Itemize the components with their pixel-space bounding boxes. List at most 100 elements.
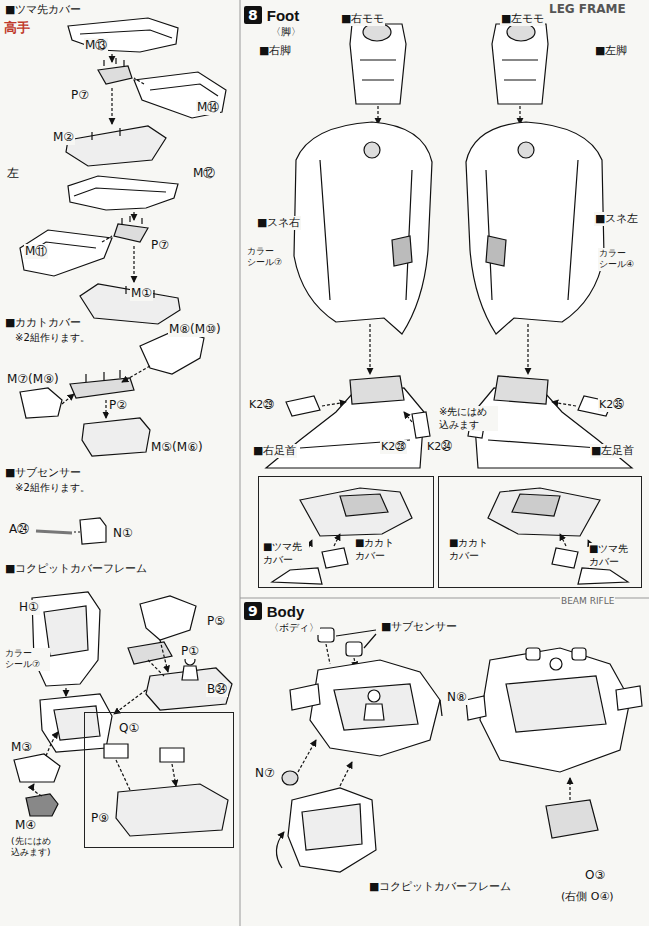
sub-sensor-parts-shape	[36, 531, 72, 533]
toe-cover-right	[66, 18, 226, 166]
cockpit-frame-parts-shape	[33, 784, 42, 796]
body-parts-shape	[318, 628, 334, 642]
cockpit-frame-parts-shape	[65, 688, 66, 696]
body-parts-shape	[288, 788, 376, 872]
part-number: P①	[180, 644, 200, 659]
note: ※2組作ります。	[14, 332, 91, 345]
body-parts-shape	[550, 658, 562, 670]
part-name: ■スネ左	[594, 212, 639, 226]
part-name: ■スネ右	[256, 216, 301, 230]
part-name: ■ツマ先カバー	[4, 3, 82, 17]
heel-cover-parts-shape	[82, 418, 150, 456]
detail-inset-frame: ■カカト カバー■ツマ先 カバー	[438, 476, 642, 588]
body-parts-shape	[298, 740, 316, 772]
part-number: Q①	[119, 721, 139, 736]
body-parts-shape	[290, 684, 320, 710]
part-name: ■コクピットカバーフレーム	[368, 880, 512, 894]
part-name: ■右脚	[258, 44, 292, 58]
step-title: Body	[267, 603, 305, 620]
step-number: 9	[244, 602, 262, 620]
background-heading: LEG FRAME	[548, 2, 627, 17]
body-parts-shape	[340, 762, 352, 786]
part-name: ■左足首	[590, 444, 635, 458]
body-parts-shape	[310, 660, 440, 756]
cockpit-frame-parts-shape	[46, 732, 58, 756]
cockpit-frame-parts-shape	[40, 694, 112, 752]
cockpit-frame-parts-shape	[44, 606, 88, 656]
sticker-callout: カラー シール⑦	[246, 246, 292, 269]
part-name: ■右モモ	[340, 12, 385, 26]
cockpit-frame-parts-shape	[182, 666, 198, 680]
step-number: 8	[244, 6, 262, 24]
cockpit-frame-parts-shape	[104, 744, 128, 758]
part-name: ■右足首	[252, 444, 297, 458]
section-divider	[240, 0, 241, 926]
part-name: ■サブセンサー	[4, 466, 82, 480]
body-parts-shape	[334, 684, 418, 730]
step-subtitle: 〈ボディ〉	[268, 622, 320, 635]
part-number: B㉞	[206, 682, 228, 697]
body-parts-shape	[572, 648, 586, 660]
heel-cover-parts-shape	[62, 394, 74, 404]
part-number: P⑤	[206, 614, 226, 629]
sub-sensor-parts	[36, 518, 106, 544]
body-parts	[276, 628, 642, 872]
step-header: 9 Body	[244, 602, 304, 620]
body-parts-shape	[346, 642, 362, 656]
cockpit-frame-parts-shape	[32, 592, 100, 686]
part-name: ■コクピットカバーフレーム	[4, 562, 148, 576]
part-number: K2㉘	[380, 440, 407, 454]
part-number: N⑧	[446, 690, 468, 705]
body-parts-shape	[368, 690, 380, 702]
note: (右側 O④)	[560, 890, 615, 904]
body-parts-shape	[276, 832, 284, 868]
body-parts-shape	[364, 704, 384, 720]
cockpit-frame-parts-shape	[14, 754, 60, 782]
cockpit-frame-parts-shape	[116, 760, 176, 790]
part-number: K2㉙	[248, 398, 275, 412]
body-parts-shape	[480, 648, 630, 772]
part-number: P⑦	[70, 88, 90, 103]
left-leg	[466, 23, 632, 468]
heel-cover-parts-shape	[20, 388, 62, 418]
left-foot-detail	[488, 488, 628, 584]
sub-sensor-parts-shape	[80, 518, 106, 544]
sub-sensor-parts-shape	[74, 531, 80, 532]
heel-cover-parts-shape	[105, 400, 106, 418]
part-number: P②	[108, 398, 128, 413]
part-number: M④	[14, 818, 37, 833]
part-number: K2㉞	[426, 440, 453, 454]
note: ※2組作ります。	[14, 482, 91, 495]
step-title: Foot	[267, 7, 299, 24]
part-number: P⑨	[91, 811, 109, 826]
part-number: N⑦	[254, 766, 276, 781]
detail-inset-frame: Q① P⑨	[84, 712, 234, 848]
part-number: M⑤(M⑥)	[150, 440, 204, 455]
sticker-callout: カラー シール④	[598, 248, 644, 271]
part-number: A㉔	[8, 522, 30, 537]
body-parts-shape	[302, 804, 362, 850]
note: ※先にはめ 込みます	[438, 406, 498, 431]
part-number: 左	[6, 166, 20, 181]
part-name: ■カカト カバー	[355, 537, 401, 562]
part-name: ■サブセンサー	[380, 620, 458, 634]
step-header: 8 Foot	[244, 6, 299, 24]
part-number: M①	[130, 286, 153, 301]
cockpit-frame-parts	[14, 592, 232, 836]
cockpit-frame-parts-shape	[114, 690, 146, 714]
body-parts-shape	[546, 800, 598, 838]
note: (先にはめ 込みます)	[10, 836, 64, 859]
heel-cover-parts-shape	[70, 378, 134, 398]
cockpit-frame-parts-shape	[160, 748, 184, 762]
step-subtitle: 〈脚〉	[270, 26, 302, 39]
cockpit-frame-parts-shape	[140, 596, 196, 640]
part-number: M⑫	[192, 166, 216, 181]
background-heading: BEAM RIFLE	[560, 596, 615, 607]
part-number: M⑭	[196, 100, 220, 115]
cockpit-frame-parts-shape	[160, 640, 168, 672]
sticker-callout: カラー シール⑦	[4, 648, 50, 671]
part-name: ■ツマ先 カバー	[589, 543, 635, 568]
body-parts-shape	[282, 771, 298, 785]
cockpit-frame-parts-shape	[116, 784, 228, 836]
